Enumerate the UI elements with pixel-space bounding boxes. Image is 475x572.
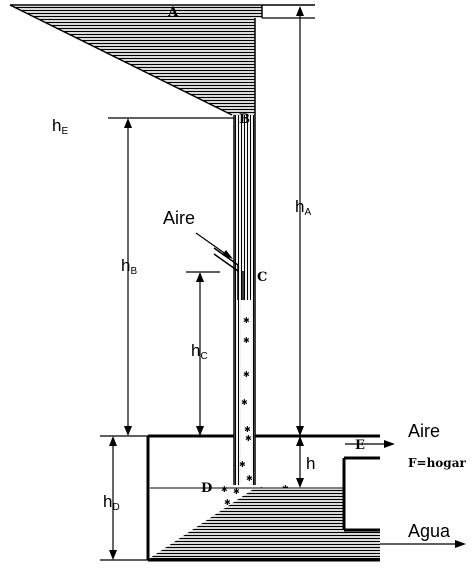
point-b-label: B (239, 112, 250, 127)
air-inlet-tube (195, 232, 244, 300)
outlet-arrows (345, 440, 466, 548)
svg-text:✱: ✱ (224, 498, 231, 507)
svg-text:✱: ✱ (243, 370, 250, 379)
svg-text:✱: ✱ (233, 487, 240, 496)
svg-text:✱: ✱ (241, 398, 248, 407)
height-hd-label: hD (103, 492, 120, 513)
svg-text:✱: ✱ (239, 460, 246, 469)
height-hb-label: hB (121, 256, 137, 277)
height-ha-label: hA (295, 197, 311, 218)
water-outlet-label: Agua (408, 521, 451, 541)
dimension-lines (100, 10, 301, 561)
point-a-label: A (167, 5, 179, 20)
water-pipe (233, 18, 256, 485)
svg-text:✱: ✱ (245, 434, 252, 443)
svg-text:✱: ✱ (243, 316, 250, 325)
height-he-label: hE (52, 116, 68, 137)
svg-text:✱: ✱ (243, 336, 250, 345)
air-outlet-label: Aire (408, 421, 440, 441)
svg-text:✱: ✱ (244, 425, 251, 434)
svg-text:✱: ✱ (246, 474, 253, 483)
lower-chamber (146, 434, 380, 562)
air-inlet-label: Aire (163, 208, 195, 228)
height-h-label: h (306, 454, 315, 473)
upper-reservoir (9, 4, 315, 116)
svg-text:✱: ✱ (221, 485, 228, 494)
point-c-label: C (257, 270, 267, 285)
height-hc-label: hC (191, 341, 208, 362)
furnace-label: F=hogar (408, 456, 466, 470)
point-d-label: D (201, 481, 212, 496)
dimension-arrowheads (109, 6, 304, 560)
point-e-label: E (355, 438, 365, 453)
